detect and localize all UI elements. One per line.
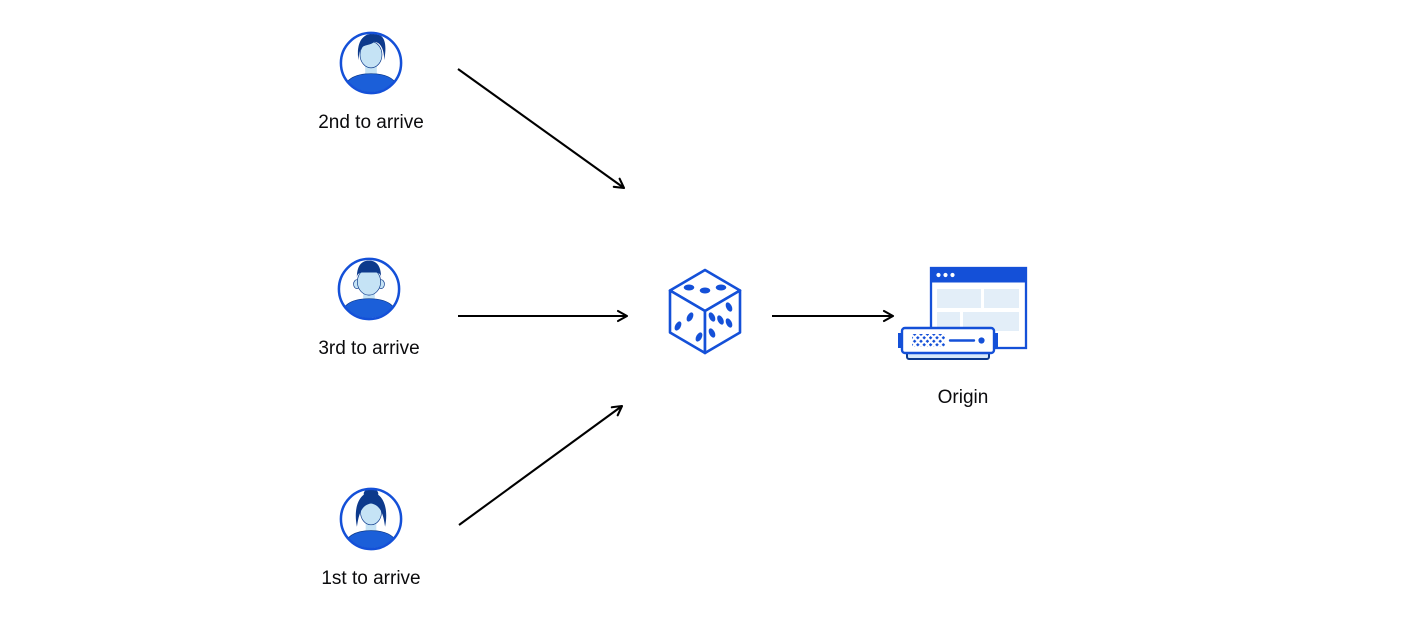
woman-bun-avatar-icon bbox=[338, 486, 404, 552]
origin-label: Origin bbox=[937, 387, 989, 408]
arrow-client-2nd-to-dice bbox=[457, 68, 626, 190]
dice-icon bbox=[665, 266, 745, 363]
man-flat-hair-avatar-icon bbox=[336, 256, 402, 322]
origin-server-browser-icon bbox=[897, 266, 1029, 371]
client-label: 2nd to arrive bbox=[318, 112, 424, 133]
client-node-1st: 1st to arrive bbox=[303, 486, 439, 590]
dice-node bbox=[665, 266, 745, 363]
arrow-client-1st-to-dice bbox=[458, 404, 624, 526]
client-label: 3rd to arrive bbox=[318, 338, 420, 359]
client-node-2nd: 2nd to arrive bbox=[303, 30, 439, 134]
client-node-3rd: 3rd to arrive bbox=[301, 256, 437, 360]
client-label: 1st to arrive bbox=[321, 568, 421, 589]
man-swept-hair-avatar-icon bbox=[338, 30, 404, 96]
origin-node: Origin bbox=[897, 266, 1029, 409]
